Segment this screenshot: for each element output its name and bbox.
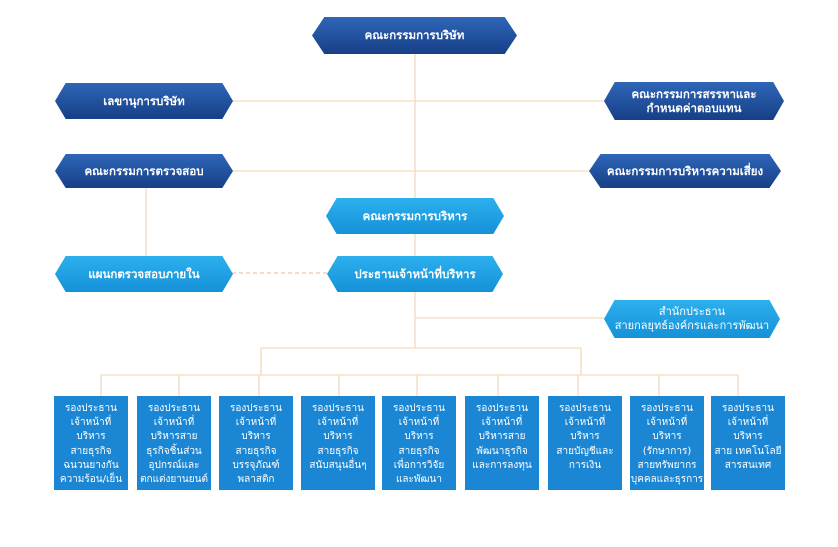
department-card-line: บริหาร — [570, 431, 600, 443]
department-card-line: และพัฒนา — [395, 474, 443, 486]
department-card-line: บริหาร — [652, 431, 682, 443]
department-card-line: เจ้าหน้าที่ — [153, 417, 195, 429]
department-card: รองประธานเจ้าหน้าที่บริหารสายธุรกิจชิ้นส… — [137, 396, 211, 490]
department-card-line: สายธุรกิจ — [317, 445, 359, 457]
department-card-line: ความร้อน/เย็น — [59, 474, 123, 486]
department-card-line: สนับสนุนอื่นๆ — [309, 459, 367, 471]
department-card-line: และการลงทุน — [472, 459, 532, 471]
department-card-line: สายทรัพยากร — [637, 459, 697, 471]
ceo-label: ประธานเจ้าหน้าที่บริหาร — [354, 266, 476, 281]
department-card: รองประธานเจ้าหน้าที่บริหารสายพัฒนาธุรกิจ… — [465, 396, 539, 490]
department-card-line: การเงิน — [568, 459, 602, 471]
department-card-line: สายธุรกิจ — [398, 445, 440, 457]
strategy-office-box: สำนักประธาน สายกลยุทธ์องค์กรและการพัฒนา — [604, 300, 780, 338]
board-of-directors-box: คณะกรรมการบริษัท — [312, 17, 517, 54]
risk-committee-label: คณะกรรมการบริหารความเสี่ยง — [606, 163, 764, 178]
department-card-line: เจ้าหน้าที่ — [481, 417, 523, 429]
department-card-line: เจ้าหน้าที่ — [398, 417, 440, 429]
department-card-line: รองประธาน — [559, 403, 611, 414]
department-card-line: บริหาร — [323, 431, 353, 443]
department-card-line: บริหาร — [241, 431, 271, 443]
strategy-office-label-line1: สำนักประธาน — [658, 305, 726, 319]
department-card: รองประธานเจ้าหน้าที่บริหารสายธุรกิจสนับส… — [301, 396, 375, 490]
department-card-line: รองประธาน — [393, 403, 445, 414]
department-card: รองประธานเจ้าหน้าที่บริหารสายบัญชีและการ… — [548, 396, 622, 490]
department-card-line: รองประธาน — [65, 403, 117, 414]
department-card-line: เจ้าหน้าที่ — [317, 417, 359, 429]
department-card-line: สายบัญชีและ — [556, 445, 614, 457]
department-card-line: เจ้าหน้าที่ — [70, 417, 112, 429]
department-card-line: เจ้าหน้าที่ — [564, 417, 606, 429]
department-card-line: รองประธาน — [312, 403, 364, 414]
department-card: รองประธานเจ้าหน้าที่บริหาร (รักษาการ) สายท… — [630, 396, 704, 490]
department-card-line: พัฒนาธุรกิจ — [476, 445, 528, 457]
department-card-line: ฉนวนยางกัน — [63, 459, 119, 471]
nomination-committee-label-line1: คณะกรรมการสรรหาและ — [631, 86, 757, 101]
risk-committee-box: คณะกรรมการบริหารความเสี่ยง — [589, 154, 781, 188]
ceo-box: ประธานเจ้าหน้าที่บริหาร — [327, 256, 503, 292]
executive-committee-box: คณะกรรมการบริหาร — [326, 198, 504, 234]
department-card-line: อุปกรณ์และ — [148, 459, 200, 471]
department-card-line: ธุรกิจชิ้นส่วน — [146, 445, 202, 457]
department-card: รองประธานเจ้าหน้าที่บริหารสายธุรกิจเพื่อ… — [382, 396, 456, 490]
department-card: รองประธานเจ้าหน้าที่บริหารสาย เทคโนโลยีส… — [711, 396, 785, 490]
department-card-line: รองประธาน — [722, 403, 774, 414]
department-card-line: บริหารสาย — [150, 431, 198, 443]
department-card-line: บุคคลและธุรการ — [630, 474, 704, 486]
company-secretary-label: เลขานุการบริษัท — [103, 93, 185, 108]
nomination-committee-label-line2: กำหนดค่าตอบแทน — [646, 101, 742, 115]
department-card-line: บริหาร — [404, 431, 434, 443]
company-secretary-box: เลขานุการบริษัท — [55, 83, 233, 119]
department-card-line: บริหาร — [76, 431, 106, 443]
department-card-line: บรรจุภัณฑ์ — [232, 459, 280, 471]
department-card-line: พลาสติก — [237, 474, 275, 486]
department-card: รองประธานเจ้าหน้าที่บริหารสายธุรกิจบรรจุ… — [219, 396, 293, 490]
department-card-line: (รักษาการ) — [642, 445, 692, 457]
department-card-line: เจ้าหน้าที่ — [235, 417, 277, 429]
strategy-office-label-line2: สายกลยุทธ์องค์กรและการพัฒนา — [614, 319, 770, 332]
audit-committee-label: คณะกรรมการตรวจสอบ — [84, 163, 204, 178]
department-card-line: ตกแต่งยานยนต์ — [140, 474, 208, 486]
internal-audit-box: แผนกตรวจสอบภายใน — [55, 256, 233, 292]
nomination-committee-box: คณะกรรมการสรรหาและ กำหนดค่าตอบแทน — [604, 82, 784, 120]
department-card-line: บริหาร — [733, 431, 763, 443]
board-of-directors-label: คณะกรรมการบริษัท — [364, 28, 465, 43]
department-card-line: สาย เทคโนโลยี — [714, 445, 782, 457]
internal-audit-label: แผนกตรวจสอบภายใน — [88, 266, 200, 281]
department-card-line: เพื่อการวิจัย — [393, 459, 445, 471]
department-card-line: สายธุรกิจ — [235, 445, 277, 457]
department-card-line: เจ้าหน้าที่ — [646, 417, 688, 429]
executive-committee-label: คณะกรรมการบริหาร — [362, 208, 468, 223]
department-card-line: สายธุรกิจ — [70, 445, 112, 457]
department-card-line: รองประธาน — [476, 403, 528, 414]
department-card-line: บริหารสาย — [478, 431, 526, 443]
department-card-line: รองประธาน — [148, 403, 200, 414]
department-card-line: เจ้าหน้าที่ — [727, 417, 769, 429]
department-card-line: รองประธาน — [641, 403, 693, 414]
department-card: รองประธานเจ้าหน้าที่บริหารสายธุรกิจฉนวนย… — [54, 396, 128, 490]
department-card-line: สารสนเทศ — [724, 459, 772, 471]
audit-committee-box: คณะกรรมการตรวจสอบ — [55, 154, 233, 188]
department-card-line: รองประธาน — [230, 403, 282, 414]
